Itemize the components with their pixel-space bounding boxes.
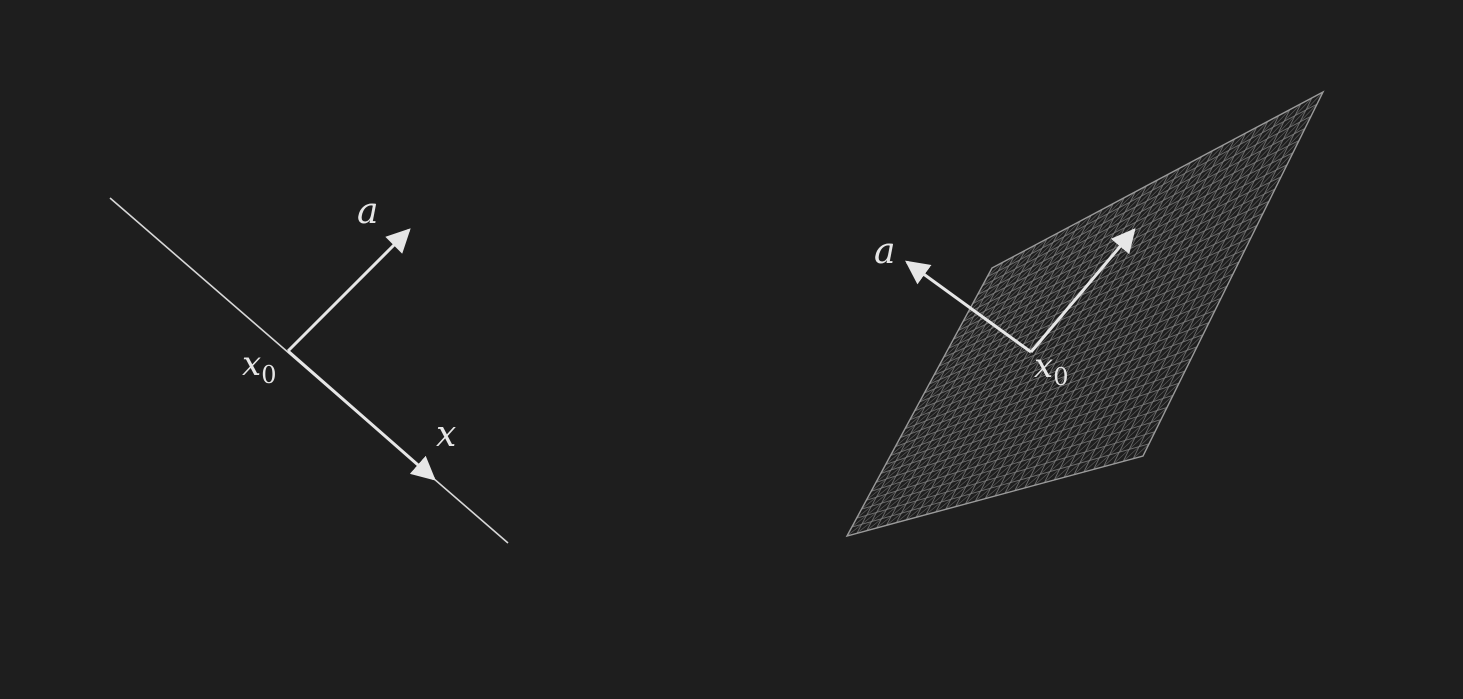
mesh-diagonal [994,273,1234,497]
mesh-diagonal [1123,431,1156,462]
mesh-diagonal [984,261,1240,499]
mesh-diagonal [977,250,1026,296]
point-label: x0 [1034,346,1068,391]
mesh-diagonal [886,140,1300,526]
mesh-diagonal [896,152,1294,523]
plane-mesh [846,91,1324,537]
mesh-diagonal [972,244,1037,304]
in-plane-vector-arrow [1029,228,1136,353]
normal-vector-arrow [286,228,411,353]
point-label: x0 [242,344,276,389]
normal-label: a [874,231,895,272]
mesh-diagonal [866,116,1312,531]
mesh-diagonal [924,185,1147,394]
mesh-diagonal [938,203,1114,367]
mesh-diagonal [1113,419,1162,465]
normal-vector-arrow [905,260,1032,354]
mesh-diagonal [915,176,1282,518]
mesh-diagonal [1004,285,1228,494]
mesh-diagonal [1044,334,1204,483]
mesh-diagonal [933,197,1125,376]
mesh-diagonal [935,200,1270,513]
mesh-diagonal [914,173,1169,412]
mesh-diagonal [1063,358,1192,478]
mesh-diagonal [909,168,1180,421]
mesh-diagonal [986,261,1004,278]
mesh-diagonal [1024,310,1216,489]
mesh-diagonal [851,97,1313,528]
mesh-diagonal [1053,346,1198,481]
plane-outline [845,90,1325,538]
direction-label: x [436,414,456,455]
mesh-diagonal [856,103,1318,534]
mesh-diagonal [905,164,1288,521]
mesh-diagonal [885,138,1235,465]
point-label-subscript: 0 [1053,363,1068,391]
right-diagram: a x0 [845,90,1325,538]
normal-label: a [357,191,378,232]
mesh-diagonal [1093,395,1174,470]
mesh-diagonal [1083,382,1180,473]
mesh-diagonal [856,103,1302,519]
mesh-diagonal [866,115,1280,501]
mesh-diagonal [890,144,1224,456]
point-label-base: x [1034,346,1053,386]
mesh-diagonal [1073,370,1186,475]
mesh-diagonal [861,109,1291,510]
mesh-diagonal [965,237,1252,505]
mesh-diagonal [925,188,1276,515]
mesh-diagonal [880,132,1247,474]
mesh-diagonal [875,126,1258,483]
mesh-diagonal [1103,407,1168,467]
mesh-diagonal [928,191,1136,385]
mesh-diagonal [982,256,1015,287]
mesh-diagonal [975,249,1246,502]
mesh-diagonal [846,91,1324,537]
point-label-base: x [242,344,261,384]
mesh-diagonal [955,225,1258,507]
direction-vector-arrow [287,349,436,481]
point-label-subscript: 0 [261,361,276,389]
mesh-diagonal [948,214,1092,349]
mesh-diagonal [895,150,1213,447]
mesh-diagonal [1132,443,1150,459]
mesh-diagonal [967,238,1048,313]
mesh-diagonal [962,232,1059,322]
mesh-diagonal [1034,322,1210,486]
mesh-diagonal [876,128,1306,529]
mesh-diagonal [919,179,1158,403]
mesh-diagonal [870,121,1269,492]
mesh-diagonal [1014,298,1222,491]
mesh-diagonal [945,213,1264,510]
mesh-diagonal [904,162,1191,430]
mesh-diagonal [943,209,1103,358]
mesh-diagonal [899,156,1202,439]
mesh-diagonal [953,220,1081,340]
left-diagram: a x0 x [109,191,509,544]
